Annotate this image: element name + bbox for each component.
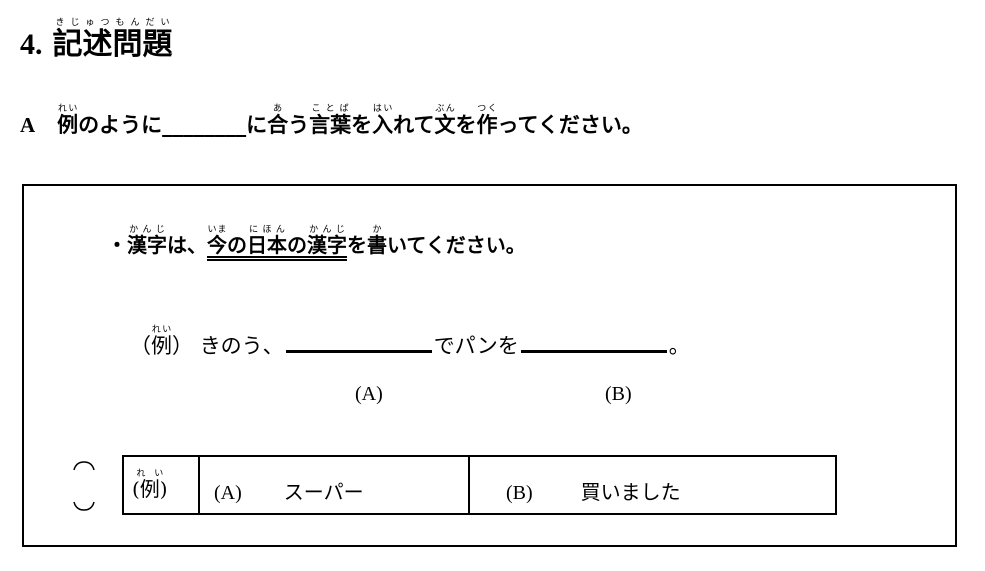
answer-a-label: (A): [214, 482, 242, 504]
blank-b-label: (B): [605, 383, 632, 405]
ruby-text: 合あ: [267, 104, 289, 137]
answer-b-value: 買いました: [580, 480, 681, 504]
ruby-text: 書か: [367, 225, 387, 257]
ruby-text: 作つく: [476, 104, 498, 137]
answer-a-cell: (A) スーパー: [200, 457, 470, 513]
bracket-mark: [72, 458, 96, 514]
answer-rei-label: (例)れい: [132, 469, 168, 501]
text-fragment: いてください。: [387, 233, 526, 257]
blank-b: [520, 349, 667, 353]
example-rei: 例れい: [151, 325, 172, 358]
answer-b-label: (B): [506, 482, 533, 504]
text-fragment: れて: [393, 112, 435, 137]
text-fragment: の: [287, 233, 307, 257]
part-a-letter: A: [20, 113, 36, 137]
ruby-text: 文ぶん: [434, 104, 456, 137]
answer-table: (例)れい (A) スーパー (B) 買いました: [122, 455, 837, 515]
section-number: 4.: [20, 28, 43, 61]
example-paren-close: ）: [172, 334, 193, 358]
example-end-text: 。: [668, 334, 690, 358]
blank-a: [285, 349, 432, 353]
text-fragment: を: [351, 112, 373, 137]
section-title-text: 記述問題きじゅつもんだい: [52, 18, 173, 62]
text-fragment: う: [288, 112, 310, 137]
answer-a-value: スーパー: [283, 480, 364, 504]
text-fragment: の: [227, 233, 247, 257]
text-fragment: ってください。: [497, 112, 643, 137]
section-title: 4. 記述問題きじゅつもんだい: [20, 18, 173, 63]
text-fragment: は、: [167, 233, 207, 257]
part-a-instruction-text: 例れいのように________に合あう言葉ことばを入はいれて文ぶんを作つくってく…: [57, 104, 643, 137]
ruby-text: 漢字かんじ: [307, 225, 347, 257]
example-box: [22, 184, 957, 547]
text-fragment: を: [347, 233, 367, 257]
ruby-text: 漢字かんじ: [127, 225, 167, 257]
ruby-text: 日本にほん: [247, 225, 287, 257]
ruby-text: 入はい: [372, 104, 394, 137]
ruby-text: 記述問題きじゅつもんだい: [52, 18, 173, 62]
kanji-note: ・漢字かんじは、今いまの日本にほんの漢字かんじを書かいてください。: [107, 225, 526, 260]
text-fragment: ・: [107, 233, 127, 257]
ruby-text: 言葉ことば: [309, 104, 352, 137]
answer-b-cell: (B) 買いました: [470, 457, 835, 513]
example-sentence: （例れい） きのう、 でパンを 。: [130, 325, 690, 363]
answer-rei-cell: (例)れい: [124, 457, 200, 513]
ruby-text: 例れい: [57, 104, 79, 137]
text-fragment: を: [455, 112, 477, 137]
blank-a-label: (A): [355, 383, 383, 405]
ruby-text: 今いま: [207, 225, 227, 257]
text-fragment: のように________に: [78, 112, 268, 137]
example-middle-text: でパンを: [433, 334, 519, 358]
example-before-text: きのう、: [199, 334, 284, 358]
example-paren-open: （: [130, 334, 151, 358]
